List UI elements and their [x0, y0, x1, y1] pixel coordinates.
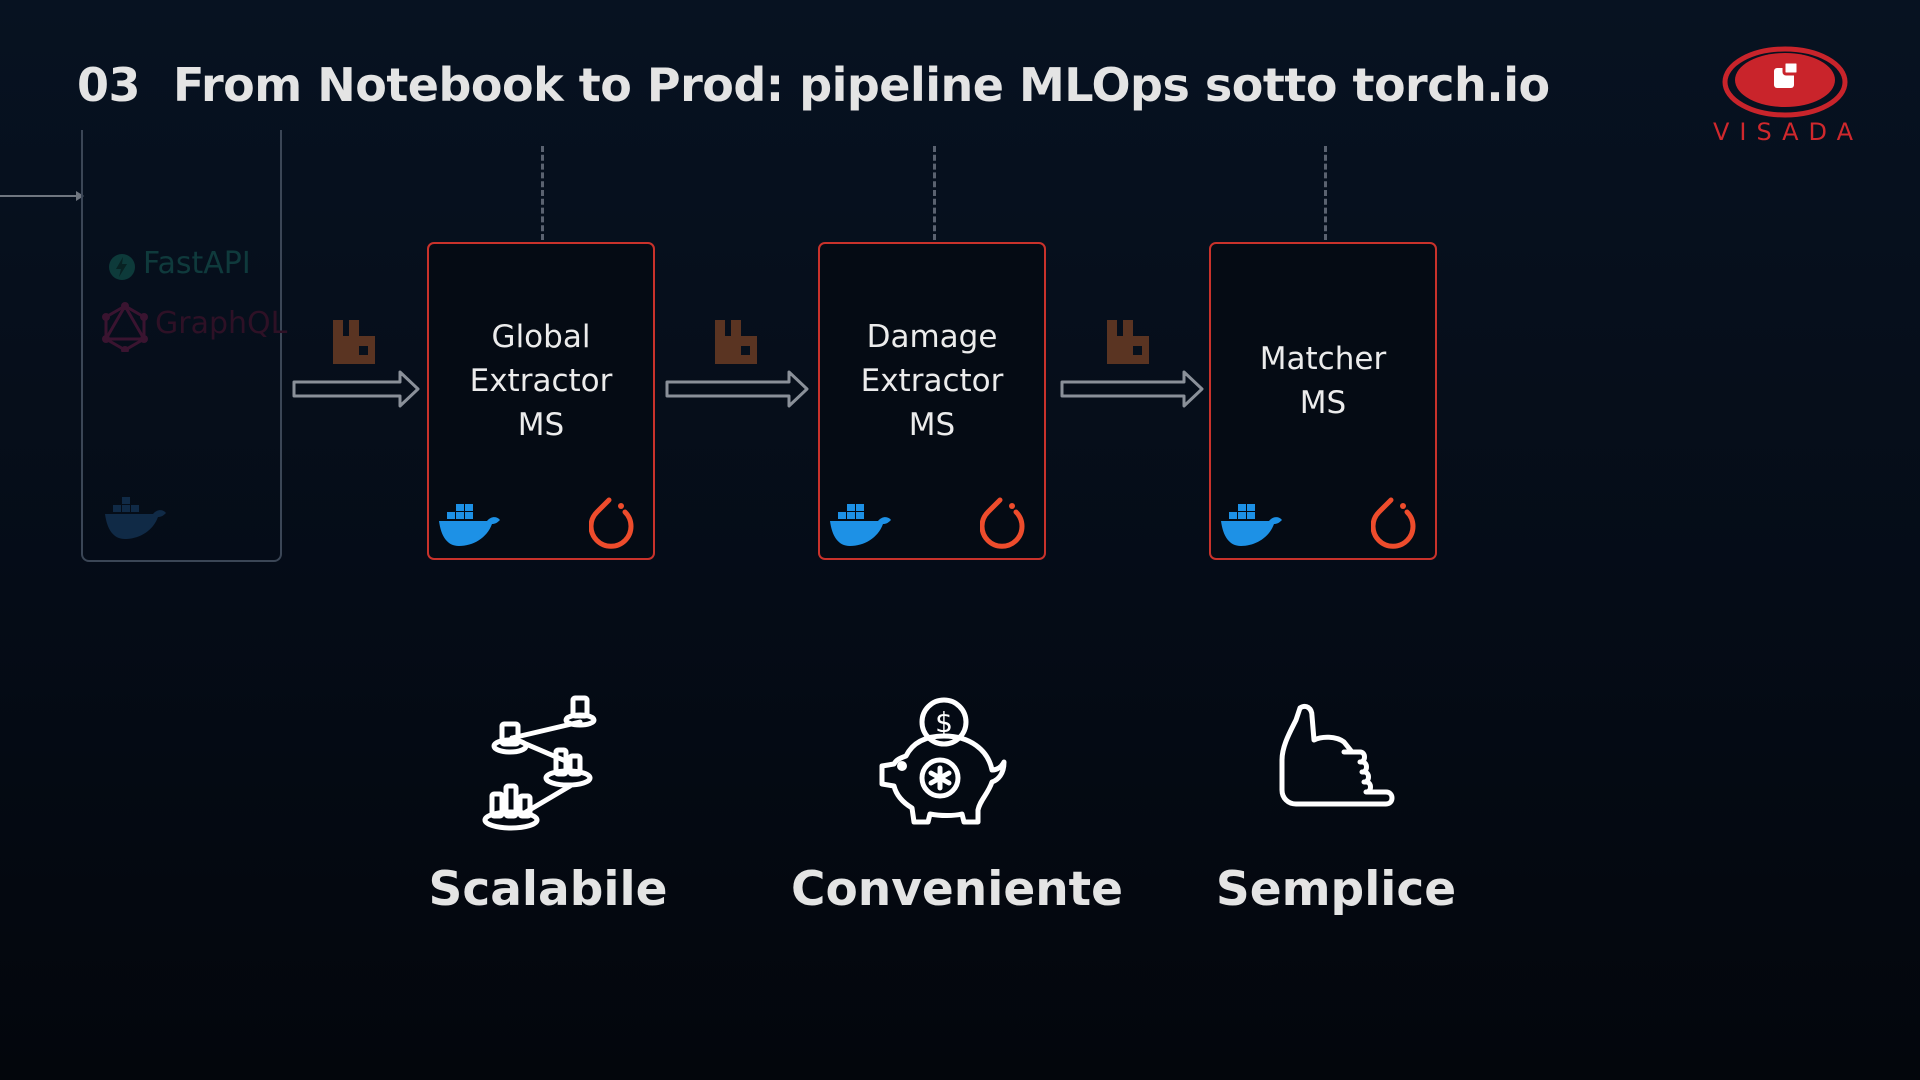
- feature-semplice: Semplice: [1186, 690, 1486, 917]
- matcher-ms-box: Matcher MS: [1209, 242, 1437, 560]
- damage-extractor-ms-box: Damage Extractor MS: [818, 242, 1046, 560]
- feature-conveniente: $ Conveniente: [791, 690, 1124, 917]
- pytorch-icon: [980, 497, 1025, 549]
- fastapi-label: FastAPI: [143, 246, 251, 281]
- docker-icon: [105, 497, 166, 539]
- incoming-arrow: [0, 191, 84, 201]
- ms-label: Matcher MS: [1259, 341, 1387, 421]
- feature-scalabile: Scalabile: [398, 690, 698, 917]
- docker-icon: [1221, 504, 1282, 546]
- shaka-hand-icon: [1279, 703, 1395, 807]
- docker-icon: [830, 504, 891, 546]
- feature-label: Scalabile: [428, 862, 668, 917]
- flow-arrow: [1060, 370, 1204, 408]
- queue-icon: [715, 320, 757, 364]
- slide-number: 03: [77, 58, 141, 112]
- visada-eye-icon: [1722, 46, 1848, 118]
- ms-label: Global Extractor MS: [469, 319, 613, 443]
- fastapi-icon: [109, 254, 135, 280]
- flow-arrow: [292, 370, 420, 408]
- graphql-label: GraphQL: [155, 306, 288, 341]
- flow-arrow: [665, 370, 809, 408]
- slide-title-text: From Notebook to Prod: pipeline MLOps so…: [173, 58, 1550, 112]
- global-extractor-ms-box: Global Extractor MS: [427, 242, 655, 560]
- queue-icon: [333, 320, 375, 364]
- distributed-network-icon: [482, 695, 597, 831]
- docker-icon: [439, 504, 500, 546]
- ms-label: Damage Extractor MS: [860, 319, 1004, 443]
- svg-text:$: $: [935, 706, 953, 739]
- graphql-icon: [102, 302, 148, 352]
- api-gateway-box: FastAPI GraphQL: [81, 130, 287, 562]
- pytorch-icon: [589, 497, 634, 549]
- piggy-bank-icon: $: [879, 697, 1007, 825]
- dashed-connector: [541, 146, 544, 240]
- dashed-connector: [1324, 146, 1327, 240]
- visada-logo: VISADA: [1708, 40, 1868, 150]
- visada-logo-text: VISADA: [1712, 118, 1864, 146]
- pytorch-icon: [1371, 497, 1416, 549]
- feature-label: Semplice: [1215, 862, 1457, 917]
- queue-icon: [1107, 320, 1149, 364]
- slide-title: 03 From Notebook to Prod: pipeline MLOps …: [77, 58, 1550, 112]
- dashed-connector: [933, 146, 936, 240]
- feature-label: Conveniente: [791, 862, 1124, 917]
